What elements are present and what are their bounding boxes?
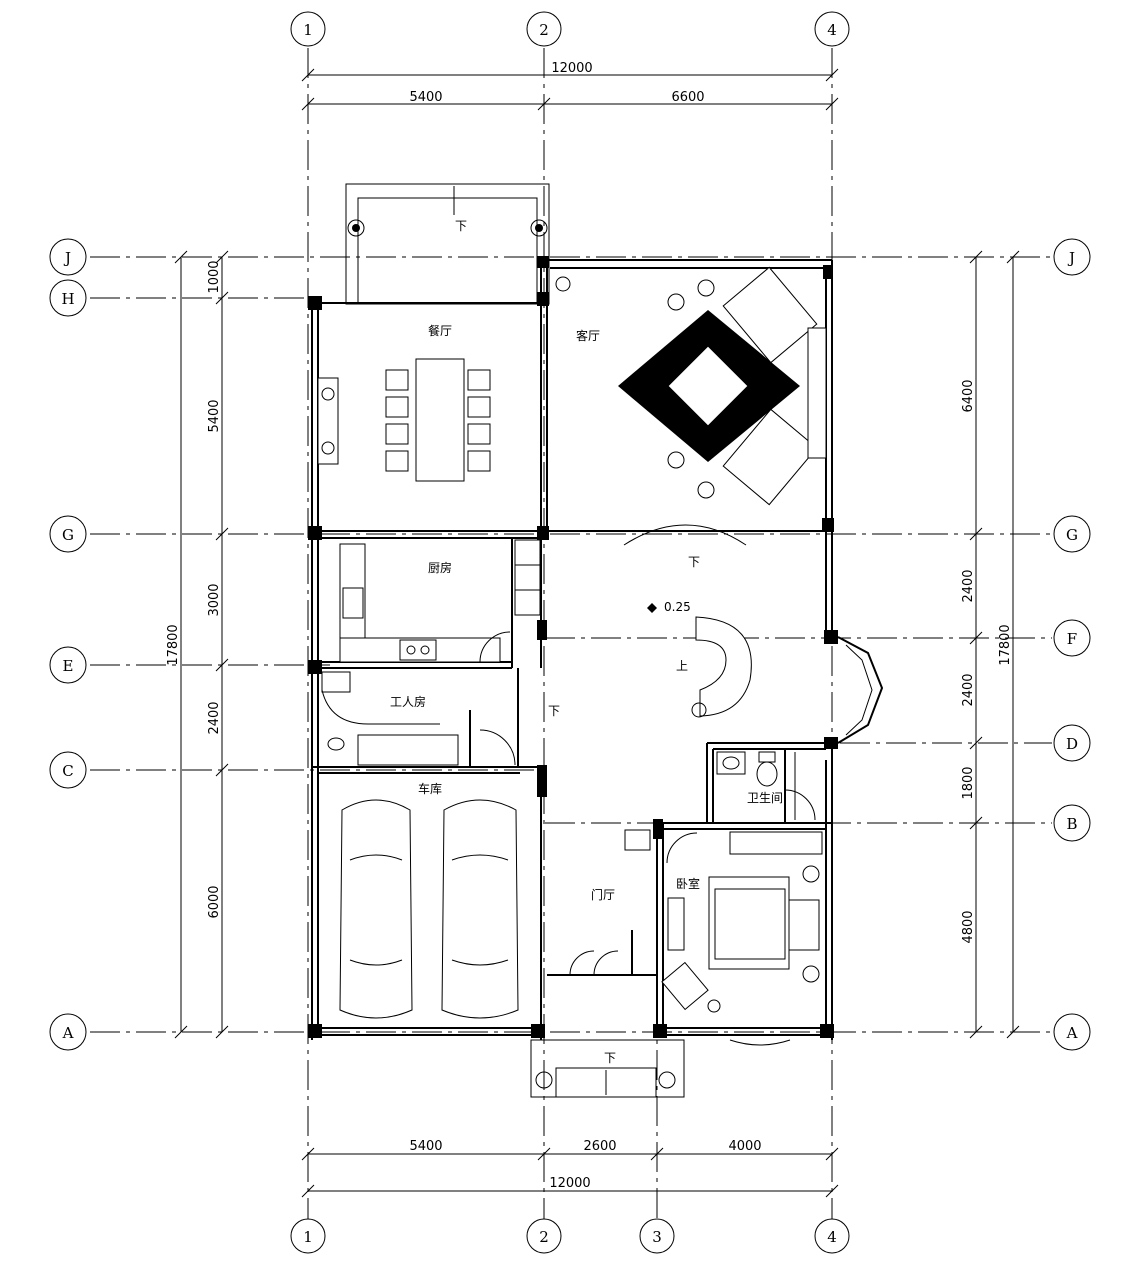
servant-room-fixtures: [321, 671, 516, 766]
room-label-kitchen: 厨房: [428, 560, 452, 575]
dim-left-part-3: 3000: [207, 583, 222, 616]
dimension-labels: 12000 5400 6600 5400 2600 4000 12000 178…: [166, 61, 1013, 1191]
dim-bottom-part-2: 2600: [583, 1139, 616, 1154]
dim-right-part-2: 2400: [961, 569, 976, 602]
markers: 下 下 上 下 下 0.25: [455, 219, 700, 1065]
axis-top-1: 1: [303, 21, 313, 39]
axis-left-A: A: [62, 1024, 74, 1042]
room-label-servant: 工人房: [390, 694, 426, 709]
axis-left-E: E: [63, 657, 74, 675]
toilet-fixtures: [716, 751, 816, 821]
room-label-garage: 车库: [418, 781, 442, 796]
bay-window: [837, 636, 884, 744]
axis-right-D: D: [1066, 735, 1078, 753]
south-porch: [530, 1039, 685, 1098]
axis-right-A: A: [1066, 1024, 1078, 1042]
axis-top-2: 2: [539, 21, 549, 39]
level-marker-icon: [647, 603, 657, 613]
room-label-bedroom: 卧室: [676, 876, 700, 891]
dim-left-part-4: 2400: [207, 701, 222, 734]
axis-lines: [90, 48, 1052, 1220]
up-marker-stairs: 上: [676, 659, 688, 673]
stairs: [569, 524, 752, 976]
down-marker-living: 下: [688, 555, 700, 569]
dim-top-part-2: 6600: [671, 90, 704, 105]
dim-left-part-2: 5400: [207, 399, 222, 432]
north-porch: [345, 183, 550, 305]
bedroom-furniture: [661, 831, 823, 1046]
axis-right-B: B: [1066, 815, 1077, 833]
dim-right-part-1: 6400: [961, 379, 976, 412]
dining-table-set: [317, 358, 491, 482]
axis-left-C: C: [62, 762, 73, 780]
level-marker-value: 0.25: [664, 600, 691, 614]
axis-bottom-1: 1: [303, 1228, 313, 1246]
room-label-living: 客厅: [576, 328, 600, 343]
axis-left-G: G: [62, 526, 74, 544]
dim-right-part-5: 4800: [961, 910, 976, 943]
down-marker-south-porch: 下: [604, 1051, 616, 1065]
axis-right-F: F: [1067, 630, 1077, 648]
dim-bottom-part-3: 4000: [728, 1139, 761, 1154]
dim-bottom-part-1: 5400: [409, 1139, 442, 1154]
axis-left-J: J: [63, 249, 71, 267]
dim-left-part-1: 1000: [207, 260, 222, 293]
columns: [308, 256, 838, 1038]
dim-right-part-3: 2400: [961, 673, 976, 706]
room-label-toilet: 卫生间: [747, 791, 783, 805]
dim-top-part-1: 5400: [409, 90, 442, 105]
dimension-lines: [174, 68, 1020, 1198]
down-marker-hall: 下: [548, 704, 560, 718]
dim-left-total: 17800: [166, 624, 181, 665]
dim-right-total: 17800: [998, 624, 1013, 665]
room-labels: 餐厅 客厅 厨房 工人房 车库 门厅 卧室 卫生间: [390, 323, 783, 902]
axis-left-H: H: [61, 290, 74, 308]
dim-bottom-total: 12000: [549, 1176, 590, 1191]
garage-cars: [339, 799, 519, 1019]
axis-right-G: G: [1066, 526, 1078, 544]
living-room-sofa-set: [555, 266, 827, 506]
axis-bottom-3: 3: [652, 1228, 662, 1246]
down-marker-north-porch: 下: [455, 219, 467, 233]
dim-right-part-4: 1800: [961, 766, 976, 799]
room-label-foyer: 门厅: [591, 887, 615, 902]
kitchen-fixtures: [339, 539, 541, 663]
axis-top-4: 4: [827, 21, 837, 39]
dim-top-total: 12000: [551, 61, 592, 76]
dim-left-part-5: 6000: [207, 885, 222, 918]
axis-bubbles: 1 2 4 1 2 3 4 J H G E C A J G F D B A: [49, 11, 1091, 1254]
axis-bottom-2: 2: [539, 1228, 549, 1246]
axis-bottom-4: 4: [827, 1228, 837, 1246]
axis-right-J: J: [1067, 249, 1075, 267]
room-label-dining: 餐厅: [428, 323, 452, 338]
